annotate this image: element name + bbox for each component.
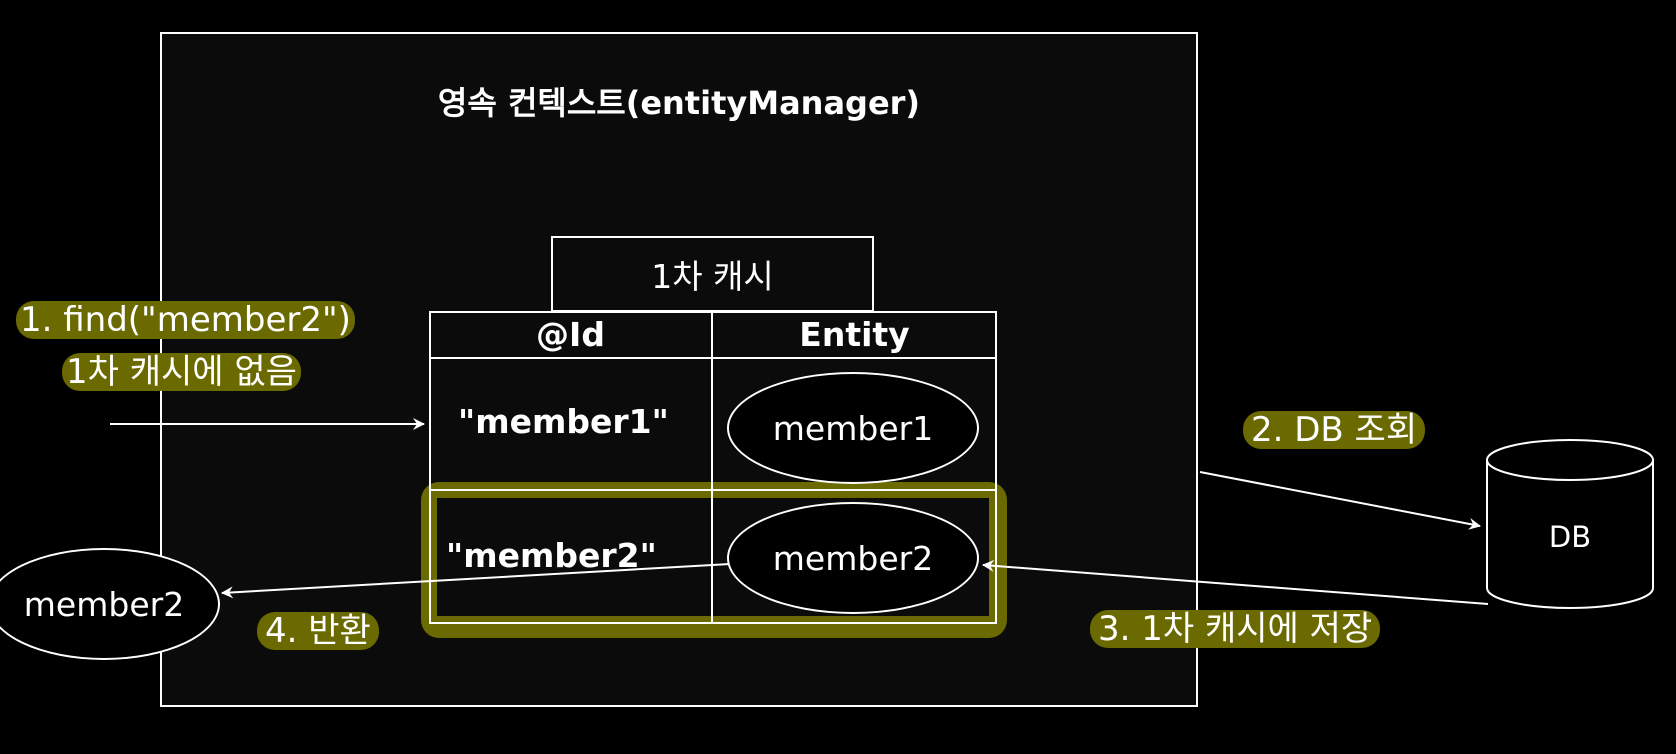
step-4-return-label: 4. 반환 — [257, 612, 379, 650]
persistence-context-title: 영속 컨텍스트(entityManager) — [437, 84, 921, 122]
step-1-not-in-cache-label: 1차 캐시에 없음 — [62, 353, 301, 391]
step-2-db-lookup-label: 2. DB 조회 — [1243, 411, 1426, 449]
column-header-entity: Entity — [799, 315, 910, 354]
database-icon — [1486, 439, 1654, 609]
row-id-member2: "member2" — [446, 536, 657, 575]
database-label: DB — [1548, 520, 1592, 554]
step-3-store-label: 3. 1차 캐시에 저장 — [1090, 610, 1381, 648]
row-id-member1: "member1" — [458, 402, 669, 441]
returned-member2: member2 — [0, 548, 220, 660]
column-header-id: @Id — [536, 315, 605, 354]
entity-member2: member2 — [727, 502, 979, 614]
entity-member1: member1 — [727, 372, 979, 484]
step-1-find-label: 1. find("member2") — [16, 301, 355, 339]
